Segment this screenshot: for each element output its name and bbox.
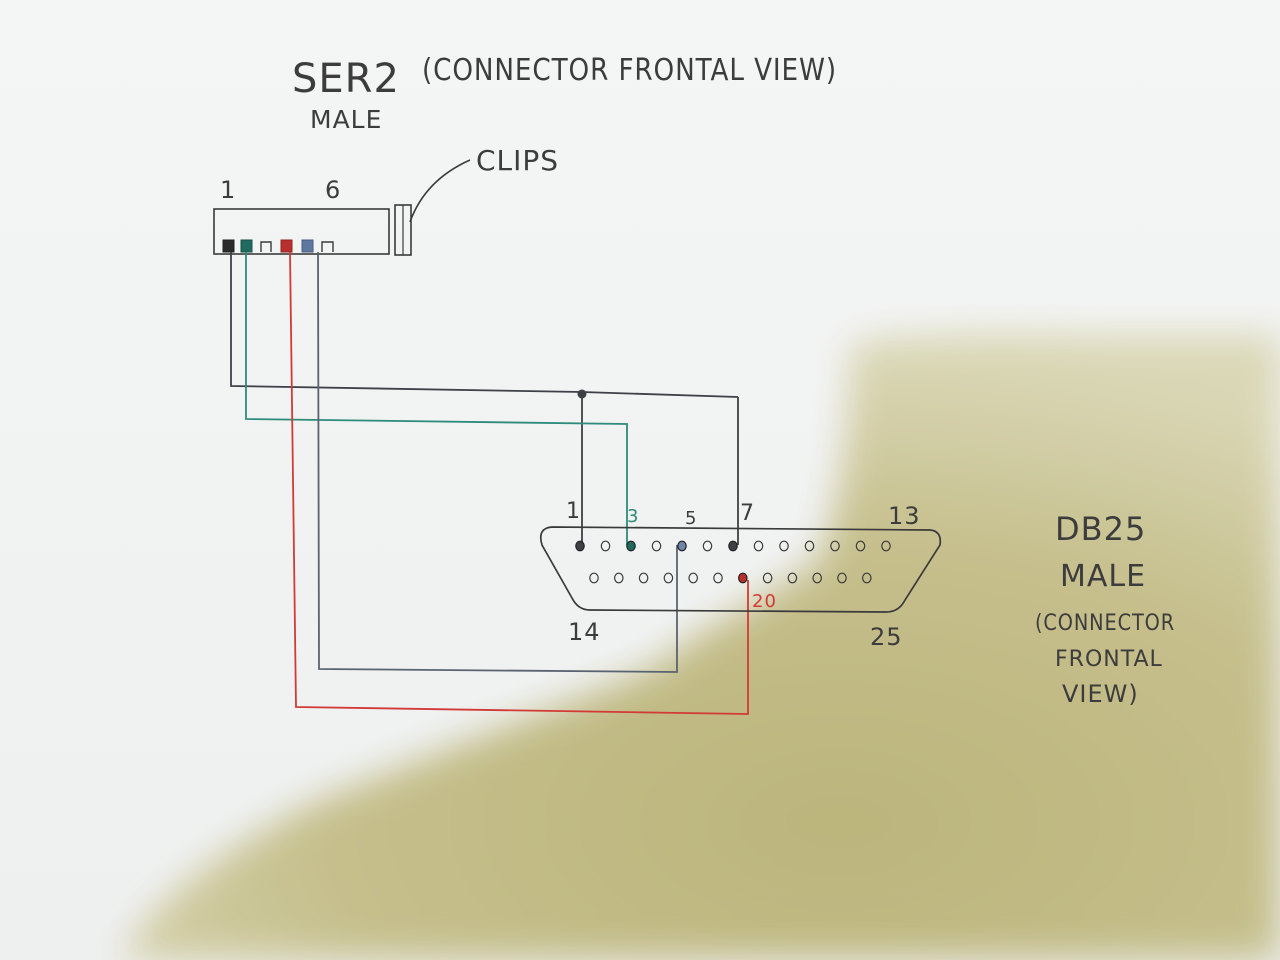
db25-pin-21 [762,572,773,584]
db25-pin-20 [737,572,748,584]
db25-pin-row-bottom [589,572,872,584]
ser2-pin-6 [321,241,334,252]
db25-pin-label-14: 14 [568,618,601,646]
paper-shadow [120,333,1280,960]
db25-pin-15 [613,572,624,584]
ser2-pin-label-6: 6 [325,176,341,204]
db25-pin-25 [861,572,872,584]
wire-black [230,252,739,545]
wire-green [245,252,628,545]
clips-pointer [409,159,471,223]
db25-pin-7 [728,540,738,552]
clips-label: CLIPS [476,144,559,177]
db25-pin-label-1: 1 [566,499,581,524]
wire-red [289,251,749,715]
db25-view-line-2: FRONTAL [1055,647,1163,672]
db25-pin-label-13: 13 [888,502,921,530]
db25-pin-6 [702,540,713,552]
db25-pin-18 [688,572,698,584]
db25-pin-22 [787,572,798,584]
db25-pin-17 [663,572,674,584]
db25-pin-10 [804,540,815,552]
db25-gender: MALE [1060,559,1146,594]
db25-pin-1 [575,540,585,552]
ser2-pin-4 [280,239,293,253]
db25-pin-label-7: 7 [740,501,755,526]
wire-black-junction [577,389,587,399]
db25-view-line-1: (CONNECTOR [1035,611,1175,636]
wires [230,251,749,715]
ser2-pin-label-1: 1 [220,176,236,204]
db25-view-line-3: VIEW) [1062,680,1139,708]
db25-pin-4 [651,540,662,552]
ser2-body [213,208,390,255]
db25-shell [539,526,942,613]
ser2-pin-5 [301,239,314,253]
db25-pin-label-3: 3 [627,506,639,527]
db25-pin-label-5: 5 [685,508,697,529]
db25-pin-5 [677,540,687,552]
ser2-pin-2 [240,239,253,253]
db25-pin-label-20: 20 [752,591,777,612]
db25-pin-12 [855,540,866,552]
db25-pin-19 [713,572,723,584]
db25-pin-14 [589,572,599,584]
ser2-pin-1 [222,239,235,253]
ser2-gender: MALE [310,105,382,134]
db25-pin-16 [638,572,649,584]
db25-pin-8 [753,540,764,552]
ser2-connector [213,159,471,256]
db25-connector [539,526,942,613]
db25-pin-9 [779,540,789,552]
ser2-view-note: (CONNECTOR FRONTAL VIEW) [422,53,837,88]
db25-pin-row-top [575,540,891,552]
db25-pin-11 [830,540,840,552]
db25-pin-3 [626,540,636,552]
db25-pin-13 [881,540,891,552]
db25-pin-label-25: 25 [870,623,903,651]
db25-pin-2 [600,540,611,552]
ser2-title: SER2 [292,56,400,102]
db25-title: DB25 [1055,510,1146,548]
db25-pin-23 [812,572,822,584]
wire-blue [317,251,678,673]
db25-pin-24 [837,572,847,584]
ser2-pin-3 [260,241,272,252]
